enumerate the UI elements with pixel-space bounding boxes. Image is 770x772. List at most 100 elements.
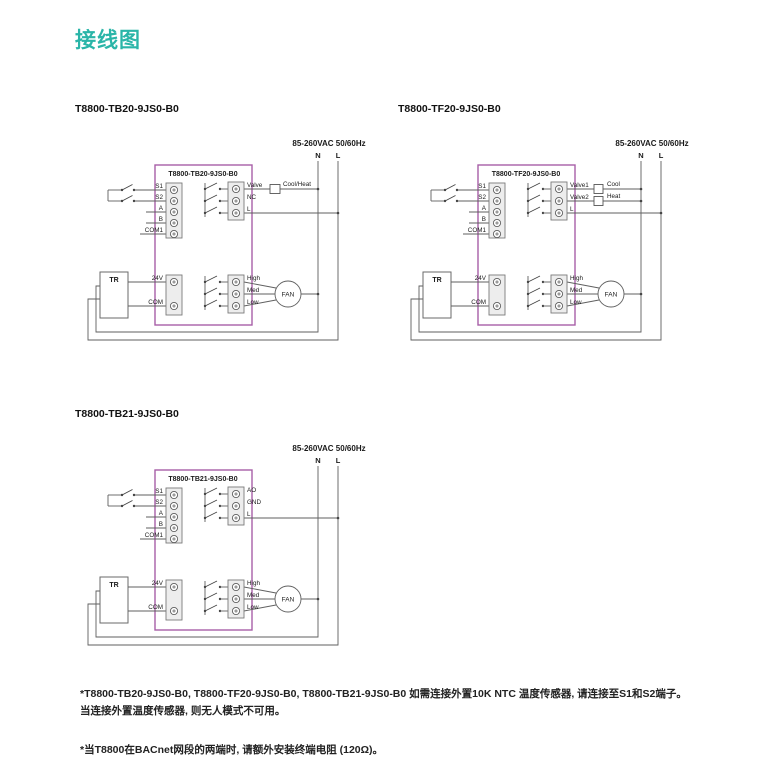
terminal-label-a: A	[482, 205, 487, 212]
terminal-screw-icon	[231, 289, 241, 299]
terminal-screw-icon	[554, 289, 564, 299]
transformer-box	[99, 576, 129, 624]
s2-switch-icon	[443, 195, 459, 203]
terminal-screw-icon	[169, 207, 179, 217]
terminal-screw-icon	[169, 582, 179, 592]
terminal-screw-icon	[231, 513, 241, 523]
terminal-screw-icon	[231, 594, 241, 604]
terminal-screw-icon	[492, 301, 502, 311]
power-wires	[410, 161, 662, 341]
output-label-gnd: GND	[247, 499, 261, 506]
secondary-terminal-block	[165, 274, 183, 316]
s1-switch-icon	[443, 184, 459, 192]
terminal-screw-icon	[492, 185, 502, 195]
label-com: COM	[148, 299, 163, 306]
junction-dot	[336, 211, 340, 215]
output-label-ao: AO	[247, 487, 256, 494]
valve-mode-label: Cool/Heat	[283, 181, 311, 188]
input-wires	[107, 189, 166, 235]
fan-speed-label-med: Med	[570, 287, 583, 294]
terminal-screw-icon	[169, 218, 179, 228]
terminal-screw-icon	[169, 301, 179, 311]
relay-contact-icon	[203, 487, 229, 496]
label-24v: 24V	[152, 275, 164, 282]
power-wires	[87, 466, 339, 646]
relay-contact-icon	[203, 299, 229, 308]
fan-speed-label-high: High	[570, 275, 583, 282]
terminal-screw-icon	[231, 277, 241, 287]
label-com: COM	[148, 604, 163, 611]
relay-contact-icon	[203, 499, 229, 508]
terminal-label-b: B	[159, 216, 163, 223]
fan-label: FAN	[282, 597, 295, 604]
wiring-diagram-tf20: 85-260VAC 50/60Hz N L T8800-TF20-9JS0-B0…	[389, 136, 701, 351]
fan-label: FAN	[282, 292, 295, 299]
s2-switch-icon	[120, 500, 136, 508]
terminal-screw-icon	[492, 277, 502, 287]
neutral-label: N	[315, 151, 320, 160]
junction-dot	[639, 199, 643, 203]
s2-switch-icon	[120, 195, 136, 203]
fan-icon	[274, 585, 302, 613]
line-label: L	[336, 456, 341, 465]
wiring-diagram-tb20: 85-260VAC 50/60Hz N L T8800-TB20-9JS0-B0…	[66, 136, 378, 351]
terminal-screw-icon	[169, 185, 179, 195]
terminal-label-com1: COM1	[145, 532, 164, 539]
label-24v: 24V	[152, 580, 164, 587]
terminal-screw-icon	[169, 501, 179, 511]
terminal-label-s2: S2	[155, 194, 163, 201]
line-label: L	[336, 151, 341, 160]
valve-label-1: Valve1	[570, 182, 589, 189]
terminal-label-com1: COM1	[145, 227, 164, 234]
diagram-title-tb21: T8800-TB21-9JS0-B0	[75, 408, 179, 420]
s1-switch-icon	[120, 184, 136, 192]
relay-contact-icon	[526, 182, 552, 191]
terminal-label-b: B	[159, 521, 163, 528]
fan-speed-label-high: High	[247, 275, 260, 282]
terminal-screw-icon	[554, 196, 564, 206]
cool-label: Cool	[607, 181, 620, 188]
valve1-actuator-symbol	[593, 184, 604, 194]
terminal-screw-icon	[554, 301, 564, 311]
relay-contact-icon	[526, 299, 552, 308]
diagram-title-tf20: T8800-TF20-9JS0-B0	[398, 103, 501, 115]
secondary-wires	[128, 281, 166, 307]
relay-contact-icon	[203, 206, 229, 215]
terminal-screw-icon	[169, 277, 179, 287]
terminal-label-s1: S1	[478, 183, 486, 190]
terminal-screw-icon	[492, 229, 502, 239]
terminal-label-b: B	[482, 216, 486, 223]
terminal-screw-icon	[554, 184, 564, 194]
fan-label: FAN	[605, 292, 618, 299]
fan-speed-label-high: High	[247, 580, 260, 587]
power-spec-label: 85-260VAC 50/60Hz	[292, 139, 365, 148]
terminal-screw-icon	[169, 534, 179, 544]
junction-dot	[639, 292, 643, 296]
wiring-svg-tb21: 85-260VAC 50/60Hz N L T8800-TB21-9JS0-B0…	[87, 444, 366, 646]
terminal-screw-icon	[492, 196, 502, 206]
valve-actuator-symbol	[269, 184, 281, 194]
transformer-label: TR	[432, 277, 441, 284]
transformer-label: TR	[109, 582, 118, 589]
secondary-terminal-block	[165, 579, 183, 621]
terminal-screw-icon	[169, 229, 179, 239]
transformer-box	[99, 271, 129, 319]
terminal-label-s1: S1	[155, 183, 163, 190]
fan-wires	[204, 581, 318, 615]
fan-speed-label-low: Low	[247, 604, 259, 611]
relay-contact-icon	[203, 511, 229, 520]
line-label: L	[659, 151, 664, 160]
secondary-wires	[128, 586, 166, 612]
terminal-label-s2: S2	[478, 194, 486, 201]
terminal-screw-icon	[231, 196, 241, 206]
fan-speed-label-low: Low	[570, 299, 582, 306]
terminal-screw-icon	[169, 606, 179, 616]
valve-label-2: NC	[247, 194, 257, 201]
relay-contact-icon	[203, 275, 229, 284]
diagram-title-tb20: T8800-TB20-9JS0-B0	[75, 103, 179, 115]
secondary-terminal-block	[488, 274, 506, 316]
fan-speed-label-med: Med	[247, 287, 260, 294]
heat-label: Heat	[607, 193, 621, 200]
terminal-label-s1: S1	[155, 488, 163, 495]
secondary-wires	[451, 281, 489, 307]
